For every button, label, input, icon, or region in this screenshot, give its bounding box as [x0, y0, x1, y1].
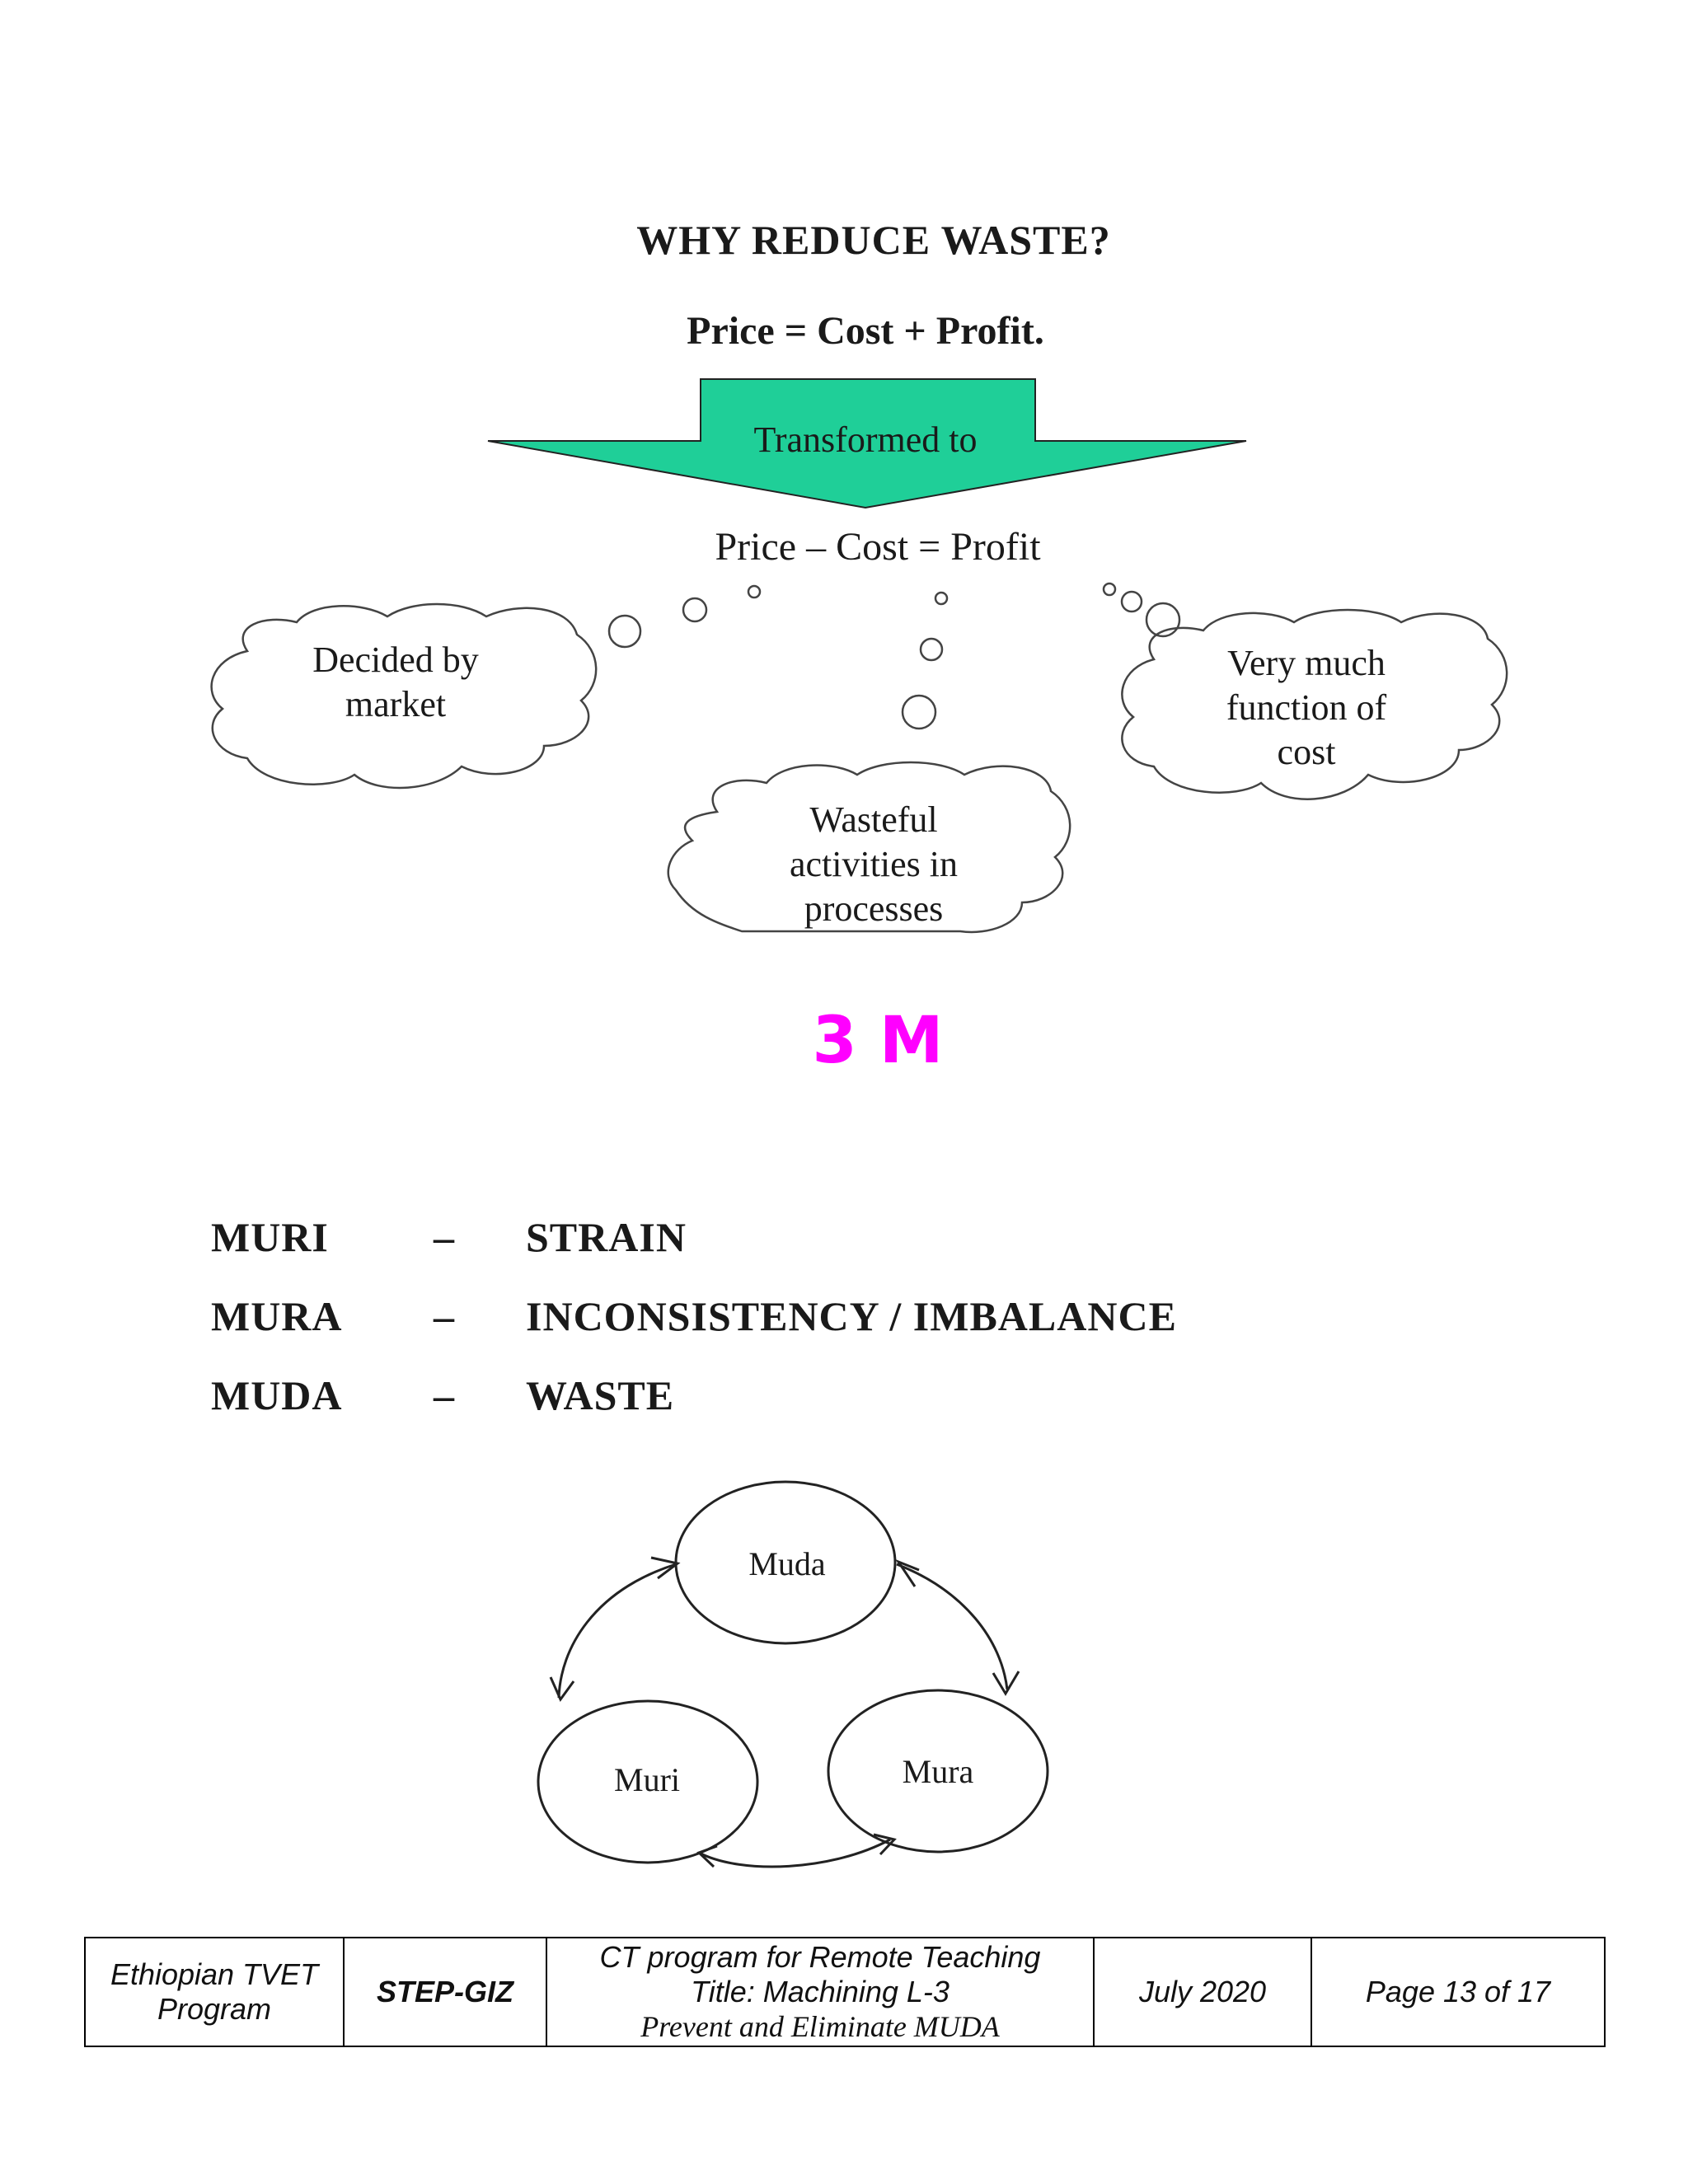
- arrowhead-top-right: [895, 1558, 920, 1587]
- cloud-right-line: Very much: [1227, 643, 1386, 683]
- arrowhead-bottom-left: [696, 1844, 718, 1868]
- term-dash: –: [434, 1372, 455, 1418]
- cloud-middle-line: activities in: [789, 844, 959, 884]
- node-mura-label: Mura: [902, 1753, 974, 1790]
- footer-org: STEP-GIZ: [343, 1937, 547, 2047]
- cloud-middle-line: processes: [804, 888, 944, 929]
- arrowhead-top-left: [650, 1556, 681, 1580]
- footer-date: July 2020: [1093, 1937, 1312, 2047]
- footer-title-line: Title: Machining L-3: [691, 1975, 950, 2008]
- footer-program-line: Ethiopian TVET: [110, 1957, 319, 1991]
- cloud-right-line: cost: [1277, 732, 1336, 772]
- term-muri: MURI: [211, 1214, 329, 1260]
- footer-program-line: Program: [157, 1992, 272, 2026]
- cloud-middle: [667, 761, 1071, 934]
- thought-bubbles: [607, 582, 1181, 730]
- term-meaning: INCONSISTENCY / IMBALANCE: [526, 1293, 1177, 1339]
- cloud-right: [1121, 608, 1508, 800]
- node-muri: [537, 1699, 759, 1864]
- price-equation: Price = Cost + Profit.: [687, 309, 1044, 353]
- cloud-left-line: market: [345, 684, 447, 724]
- cloud-right-line: function of: [1226, 687, 1387, 728]
- arrowhead-left: [549, 1676, 575, 1702]
- node-muda-label: Muda: [748, 1545, 826, 1582]
- footer-title: CT program for Remote Teaching Title: Ma…: [546, 1937, 1095, 2047]
- footer-title-line: Prevent and Eliminate MUDA: [640, 2010, 1000, 2043]
- arrow-label: Transformed to: [753, 419, 978, 460]
- transform-arrow: [487, 378, 1247, 509]
- cloud-middle-line: Wasteful: [809, 799, 938, 840]
- cloud-middle-text: Wasteful activities in processes: [742, 798, 1006, 931]
- section-title: 3 M: [812, 1004, 944, 1078]
- term-mura: MURA: [211, 1293, 343, 1339]
- cloud-left-line: Decided by: [312, 640, 479, 680]
- term-dash: –: [434, 1214, 455, 1260]
- node-muri-label: Muri: [614, 1761, 680, 1798]
- cloud-right-text: Very much function of cost: [1179, 641, 1434, 775]
- footer-page-number: Page 13 of 17: [1311, 1937, 1606, 2047]
- page-heading: WHY REDUCE WASTE?: [636, 217, 1111, 263]
- arrowhead-bottom-right: [873, 1833, 897, 1856]
- node-mura: [827, 1689, 1049, 1854]
- page-footer: Ethiopian TVET Program STEP-GIZ CT progr…: [84, 1937, 1606, 2047]
- cloud-left-text: Decided by market: [272, 638, 519, 727]
- term-dash: –: [434, 1293, 455, 1339]
- cycle-diagram: [537, 1480, 1049, 1868]
- footer-program: Ethiopian TVET Program: [84, 1937, 345, 2047]
- arc-muda-to-mura: [896, 1563, 1009, 1690]
- profit-equation: Price – Cost = Profit: [715, 525, 1041, 569]
- term-muda: MUDA: [211, 1372, 343, 1418]
- footer-title-line: CT program for Remote Teaching: [599, 1940, 1041, 1974]
- arrowhead-right: [992, 1671, 1020, 1696]
- cloud-left: [210, 602, 598, 790]
- arc-mura-to-muri: [698, 1838, 891, 1868]
- term-meaning: WASTE: [526, 1372, 675, 1418]
- arc-muda-to-muri: [557, 1563, 677, 1699]
- term-meaning: STRAIN: [526, 1214, 687, 1260]
